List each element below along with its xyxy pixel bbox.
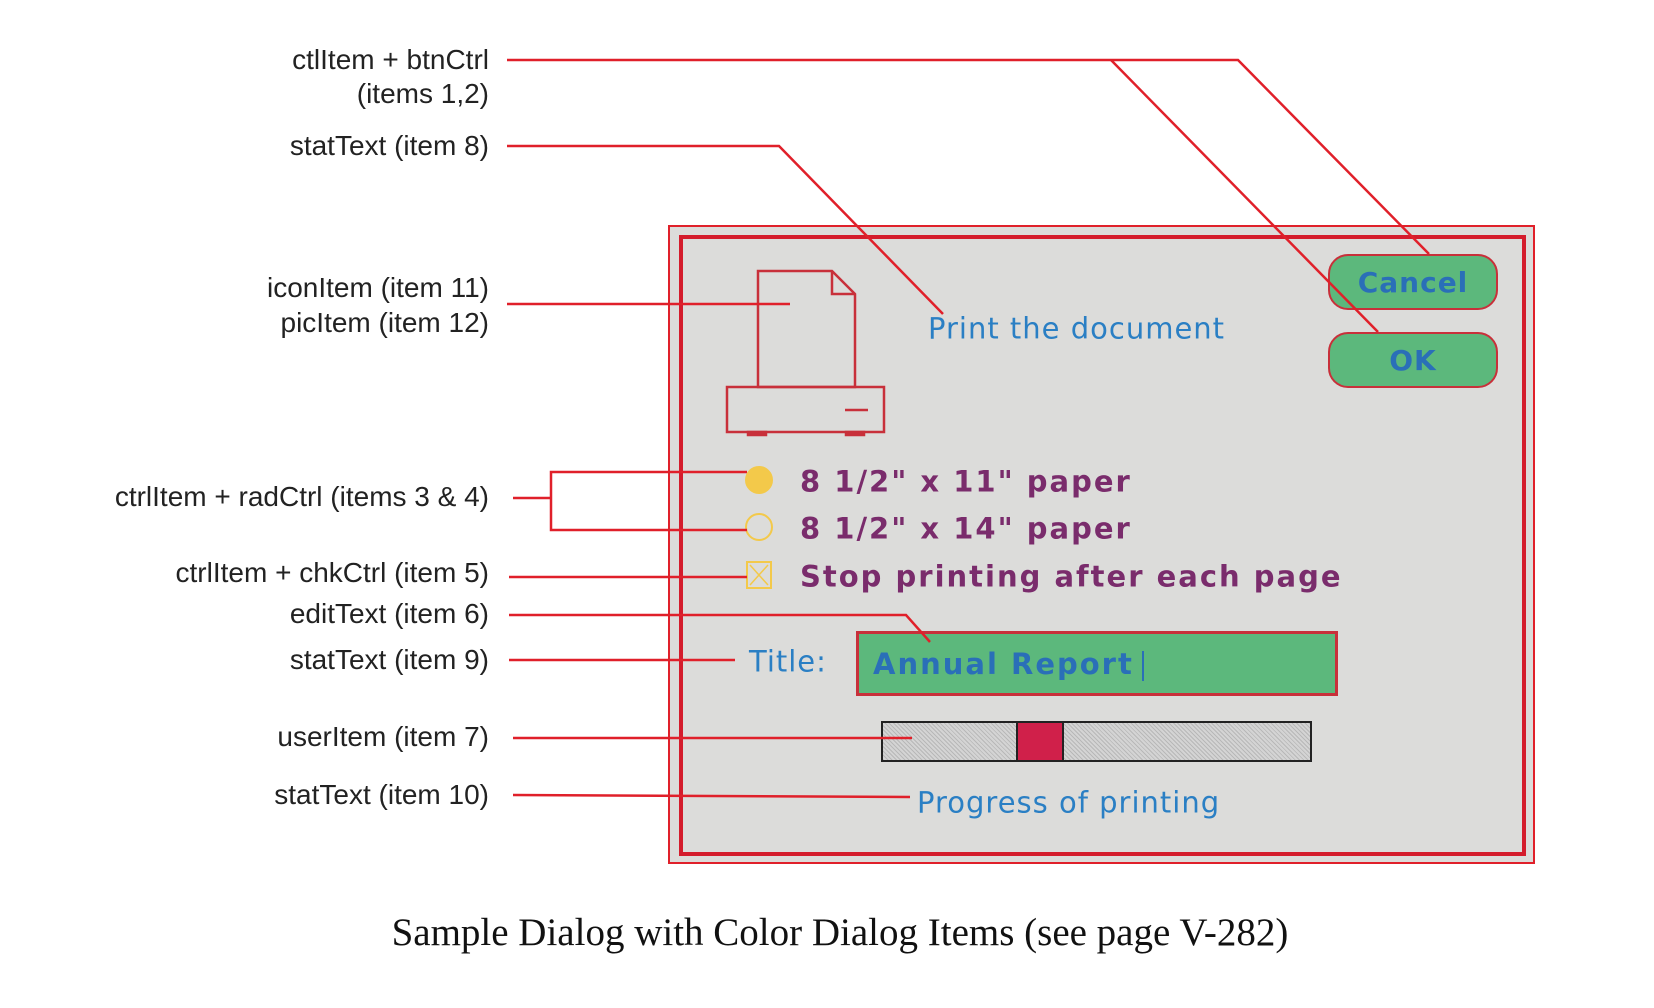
- progress-label: Progress of printing: [917, 785, 1221, 820]
- label-stattext-10: statText (item 10): [274, 779, 489, 810]
- title-input[interactable]: Annual Report: [856, 631, 1338, 696]
- radio-letter-paper[interactable]: [745, 466, 773, 494]
- radio-legal-label[interactable]: 8 1/2" x 14" paper: [800, 511, 1132, 546]
- leader-btnctrl: [507, 58, 1430, 255]
- progress-user-item[interactable]: [881, 721, 1312, 762]
- title-input-value[interactable]: Annual Report: [873, 646, 1134, 681]
- print-document-text: Print the document: [928, 311, 1226, 346]
- label-btn-items: (items 1,2): [356, 78, 489, 109]
- check-x-icon: [749, 564, 769, 586]
- stop-printing-checkbox[interactable]: [746, 561, 772, 589]
- label-btn-ctrl: ctlItem + btnCtrl: [292, 44, 489, 75]
- leader-edittext: [509, 613, 931, 643]
- progress-thumb[interactable]: [1015, 721, 1064, 762]
- label-chkctrl: ctrlItem + chkCtrl (item 5): [175, 557, 489, 588]
- title-label: Title:: [749, 644, 827, 679]
- ok-button[interactable]: OK: [1328, 332, 1498, 388]
- label-radctrl: ctrlItem + radCtrl (items 3 & 4): [114, 481, 489, 512]
- leader-ok: [1110, 59, 1379, 333]
- label-picitem: picItem (item 12): [280, 307, 490, 338]
- label-stattext-8: statText (item 8): [289, 130, 489, 161]
- leader-stattext-8: [507, 144, 944, 315]
- leader-stattext-10: [512, 793, 911, 799]
- label-useritem: userItem (item 7): [277, 721, 489, 752]
- radio-letter-label[interactable]: 8 1/2" x 11" paper: [800, 464, 1132, 499]
- label-edittext: editText (item 6): [289, 598, 489, 629]
- label-iconitem: iconItem (item 11): [267, 272, 489, 303]
- leader-radio-bracket: [549, 470, 747, 532]
- dialog-border: [679, 235, 1526, 856]
- text-caret: [1141, 650, 1144, 681]
- figure-caption: Sample Dialog with Color Dialog Items (s…: [391, 911, 1289, 954]
- stop-printing-label[interactable]: Stop printing after each page: [800, 559, 1343, 594]
- radio-legal-paper[interactable]: [745, 513, 773, 541]
- label-stattext-9: statText (item 9): [289, 644, 489, 675]
